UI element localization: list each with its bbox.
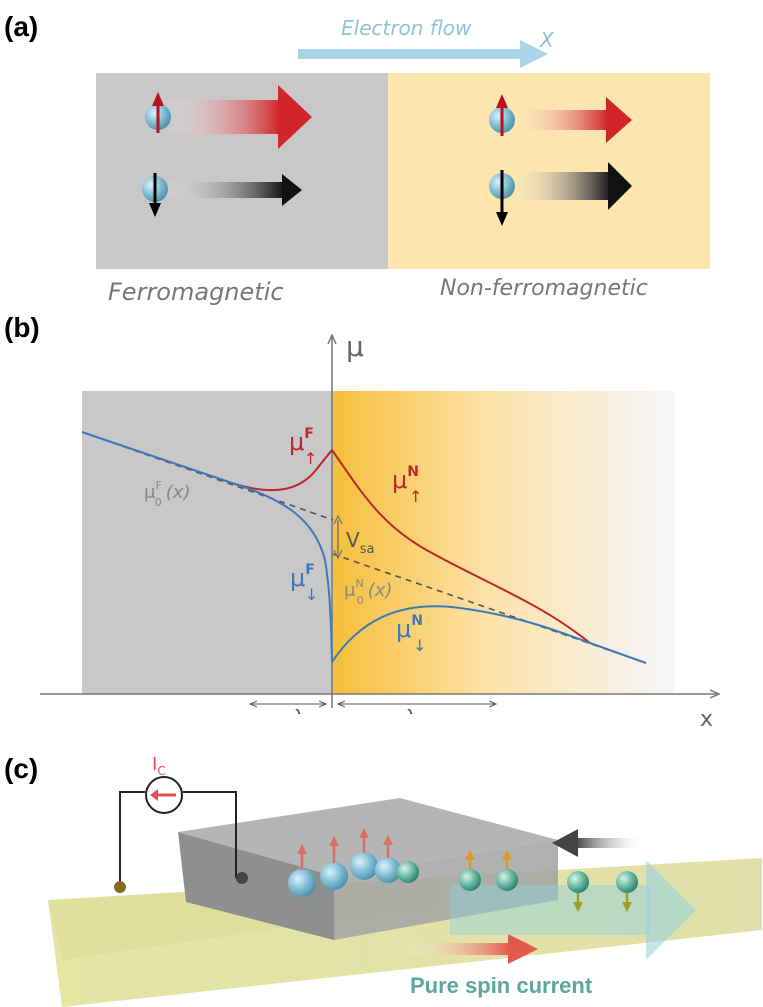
electron-down-nonferro <box>489 170 515 226</box>
pure-spin-current-arrow <box>450 860 696 960</box>
electron-down-ferro <box>142 173 168 217</box>
ferromagnetic-label: Ferromagnetic <box>108 278 284 306</box>
mu-up-N-label: μN↑ <box>392 464 422 506</box>
measurement-circuit <box>114 776 248 893</box>
mu-common-line <box>81 431 236 485</box>
panel-c: (c) IC <box>4 753 762 1007</box>
mu-up-F-label: μF↑ <box>289 426 317 468</box>
spin-down-arrow-nonferro <box>508 162 632 210</box>
spin-up-flow-arrow <box>400 934 538 964</box>
pure-spin-current-label: Pure spin current <box>410 973 593 998</box>
panel-b-label: (b) <box>4 312 40 343</box>
mu-up-N-curve <box>331 449 591 644</box>
spin-down-flow-arrow <box>552 829 646 857</box>
panel-a: (a) Electron flow X <box>4 11 710 306</box>
current-source-label: IC <box>152 754 166 778</box>
contact-right <box>236 872 248 884</box>
y-axis-label: μ <box>346 330 364 363</box>
nonferromagnetic-label: Non-ferromagnetic <box>440 276 648 301</box>
x-axis-label-a: X <box>539 28 555 52</box>
mu-down-N-curve <box>331 605 591 663</box>
panel-c-label: (c) <box>4 753 38 784</box>
nonferromagnetic-region <box>388 73 710 269</box>
mu-down-N-label: μN↓ <box>396 613 426 655</box>
diffusing-electrons <box>397 850 638 912</box>
electron-up-ferro <box>145 92 171 133</box>
mu-down-F-label: μF↓ <box>290 562 318 604</box>
mu-down-F-curve <box>234 483 333 663</box>
ferro-region-b <box>82 391 333 694</box>
panel-a-label: (a) <box>4 11 38 42</box>
electron-flow-arrow <box>298 40 548 68</box>
mu-up-F-curve <box>234 449 333 492</box>
mu-common-line-n <box>589 642 647 664</box>
spin-up-arrow-nonferro <box>508 97 632 143</box>
vsa-label: Vsa <box>346 528 374 557</box>
injected-electrons <box>288 828 401 897</box>
spin-up-arrow-ferro <box>160 85 312 149</box>
contact-left <box>114 881 126 893</box>
normal-region-b <box>333 391 675 694</box>
spin-down-arrow-ferro <box>160 174 302 206</box>
electron-flow-label: Electron flow <box>341 16 472 40</box>
electron-up-nonferro <box>489 94 515 136</box>
x-axis-label: x <box>700 707 713 732</box>
